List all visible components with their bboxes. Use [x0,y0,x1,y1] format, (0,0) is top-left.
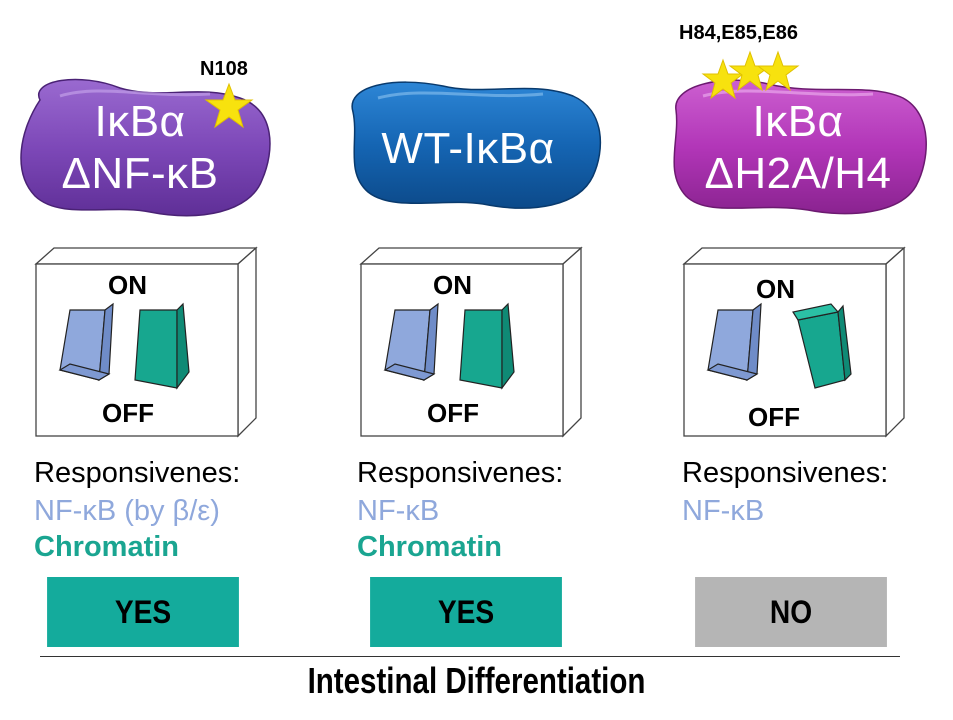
responsiveness-title: Responsivenes: [682,457,889,489]
switch-on-label: ON [108,270,147,300]
mutation-label: N108 [200,58,248,80]
responsiveness-nfkb: NF-κB [357,495,440,527]
switch-paddles-icon [58,302,190,390]
verdict-no-badge: NO [695,577,887,647]
switch-off-label: OFF [427,398,479,428]
blob-ikba-dnfkb [20,78,271,217]
responsiveness-nfkb: NF-κB [682,495,765,527]
divider-line [40,656,900,657]
blob-wt-ikba [351,81,602,209]
blob-label-line1: WT-IκBα [381,124,555,173]
responsiveness-chromatin: Chromatin [34,531,179,563]
switch-paddles-icon [706,302,852,389]
switch-paddles-icon [383,302,515,390]
responsiveness-chromatin: Chromatin [357,531,502,563]
blob-label-line1: IκBα [752,97,844,146]
responsiveness-title: Responsivenes: [357,457,564,489]
switch-off-label: OFF [102,398,154,428]
switch-on-label: ON [756,274,795,304]
footer-title: Intestinal Differentiation [307,660,646,701]
panel-ikba-dh2a-h4: IκBα ΔH2A/H4 H84,E85,E86 ON OFF Responsi… [648,0,948,660]
verdict-yes-badge: YES [370,577,562,647]
switch-on-label: ON [433,270,472,300]
mutation-label: H84,E85,E86 [679,22,798,44]
responsiveness-title: Responsivenes: [34,457,241,489]
switch-off-label: OFF [748,402,800,432]
switch-box [34,246,258,438]
responsiveness-nfkb: NF-κB (by β/ε) [34,495,220,527]
blob-label-line1: IκBα [94,97,186,146]
mutation-stars-icon [701,50,800,100]
mutation-star-icon [204,82,254,129]
blob-label-line2: ΔNF-κB [61,149,219,198]
panel-wt-ikba: WT-IκBα ON OFF Responsivenes: NF-κB Chro… [323,0,623,660]
verdict-yes-badge: YES [47,577,239,647]
panel-ikba-dnfkb: IκBα ΔNF-κB N108 ON OFF Responsivenes: N… [0,0,300,660]
blob-label-line2: ΔH2A/H4 [704,149,892,198]
